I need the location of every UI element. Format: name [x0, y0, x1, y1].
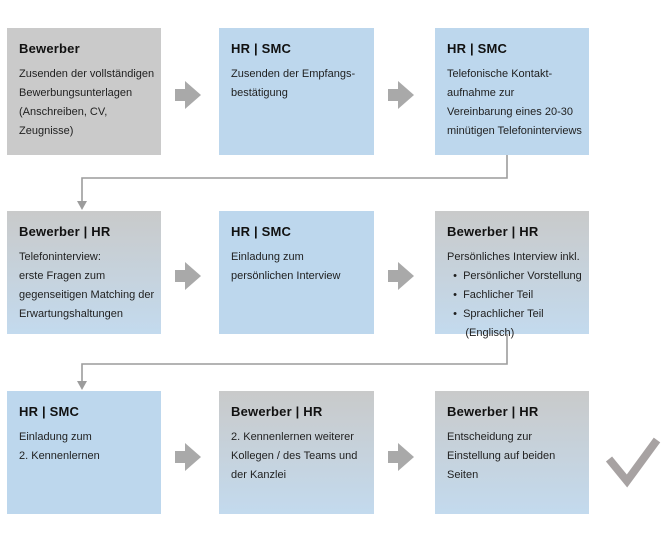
connector-line	[81, 334, 508, 381]
down-arrow-icon	[77, 201, 87, 210]
step-header: Bewerber | HR	[231, 404, 323, 419]
step-header: HR | SMC	[19, 404, 80, 419]
step-body: Einladung zum persönlichen Interview	[231, 251, 341, 282]
step-header: Bewerber | HR	[447, 224, 539, 239]
step-header: HR | SMC	[231, 41, 292, 56]
right-arrow-icon	[175, 81, 201, 109]
right-arrow-icon	[388, 443, 414, 471]
step-header: Bewerber | HR	[447, 404, 539, 419]
process-step-box-1: Bewerber Zusenden der vollständigen Bewe…	[7, 28, 161, 155]
process-step-box-5: HR | SMC Einladung zum persönlichen Inte…	[219, 211, 374, 334]
step-header: HR | SMC	[447, 41, 508, 56]
check-icon	[605, 437, 661, 488]
process-step-box-6: Bewerber | HR Persönliches Interview ink…	[435, 211, 589, 339]
step-body: Telefonische Kontakt- aufnahme zur Verei…	[447, 68, 582, 137]
connector-line	[81, 155, 508, 201]
process-step-box-2: HR | SMC Zusenden der Empfangs- bestätig…	[219, 28, 374, 155]
step-body: Einladung zum 2. Kennenlernen	[19, 431, 100, 462]
step-header: HR | SMC	[231, 224, 292, 239]
right-arrow-icon	[388, 81, 414, 109]
process-step-box-8: Bewerber | HR 2. Kennenlernen weiterer K…	[219, 391, 374, 514]
step-body: Zusenden der Empfangs- bestätigung	[231, 68, 356, 99]
right-arrow-icon	[388, 262, 414, 290]
step-body: Entscheidung zur Einstellung auf beiden …	[447, 431, 556, 481]
right-arrow-icon	[175, 262, 201, 290]
down-arrow-icon	[77, 381, 87, 390]
process-step-box-3: HR | SMC Telefonische Kontakt- aufnahme …	[435, 28, 589, 155]
step-body: Telefoninterview: erste Fragen zum gegen…	[19, 251, 155, 320]
process-step-box-9: Bewerber | HR Entscheidung zur Einstellu…	[435, 391, 589, 514]
process-step-box-4: Bewerber | HR Telefoninterview: erste Fr…	[7, 211, 161, 334]
process-step-box-7: HR | SMC Einladung zum 2. Kennenlernen	[7, 391, 161, 514]
step-body: 2. Kennenlernen weiterer Kollegen / des …	[231, 431, 358, 481]
step-header: Bewerber | HR	[19, 224, 111, 239]
right-arrow-icon	[175, 443, 201, 471]
step-header: Bewerber	[19, 41, 80, 56]
step-body: Persönliches Interview inkl. • Persönlic…	[447, 251, 582, 339]
step-body: Zusenden der vollständigen Bewerbungsunt…	[19, 68, 155, 137]
